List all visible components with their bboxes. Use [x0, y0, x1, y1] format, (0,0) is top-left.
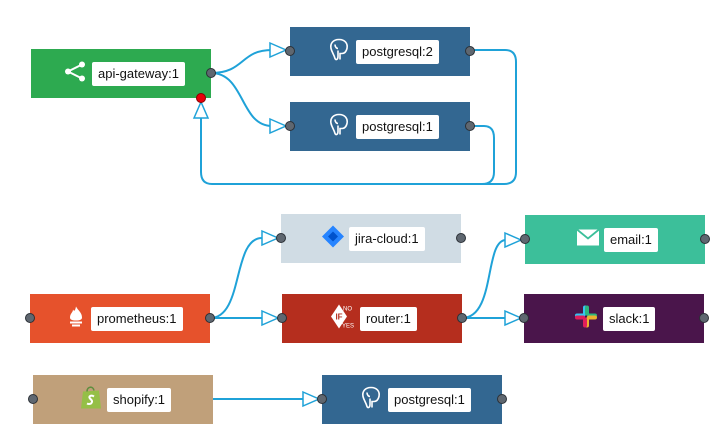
- node-jira-cloud[interactable]: jira-cloud:1: [276, 214, 466, 263]
- share-icon: [63, 59, 87, 88]
- arrowhead: [302, 390, 321, 408]
- node-label: postgresql:2: [356, 39, 439, 64]
- node-label: api-gateway:1: [92, 61, 185, 86]
- input-port[interactable]: [520, 234, 530, 244]
- postgresql-elephant-icon: [326, 36, 352, 67]
- node-label: postgresql:1: [356, 114, 439, 139]
- postgresql-elephant-icon: [326, 111, 352, 142]
- node-postgresql-1-shopify[interactable]: postgresql:1: [317, 375, 507, 424]
- arrowhead: [192, 100, 210, 119]
- input-port[interactable]: [28, 394, 38, 404]
- if-router-icon: IF NO YES: [330, 302, 358, 335]
- output-port[interactable]: [465, 121, 475, 131]
- input-port[interactable]: [519, 313, 529, 323]
- output-port[interactable]: [699, 313, 709, 323]
- arrowhead: [261, 309, 280, 327]
- postgresql-elephant-icon: [358, 384, 384, 415]
- output-port[interactable]: [456, 233, 466, 243]
- node-label: slack:1: [603, 306, 656, 331]
- prometheus-flame-icon: [67, 305, 85, 332]
- wire-postgresql-2-loop: [200, 49, 517, 185]
- output-port[interactable]: [700, 234, 710, 244]
- output-port[interactable]: [465, 46, 475, 56]
- node-api-gateway[interactable]: api-gateway:1: [31, 49, 216, 103]
- slack-icon: [574, 304, 598, 333]
- input-port[interactable]: [285, 121, 295, 131]
- node-postgresql-2[interactable]: postgresql:2: [285, 27, 475, 76]
- node-slack[interactable]: slack:1: [519, 294, 709, 343]
- node-postgresql-1[interactable]: postgresql:1: [285, 102, 475, 151]
- arrowhead: [269, 117, 288, 135]
- input-port[interactable]: [25, 313, 35, 323]
- node-shopify[interactable]: shopify:1: [28, 375, 213, 424]
- arrowhead: [504, 231, 523, 249]
- output-port[interactable]: [457, 313, 467, 323]
- node-label: shopify:1: [107, 387, 172, 412]
- input-port[interactable]: [285, 46, 295, 56]
- svg-text:YES: YES: [342, 323, 354, 329]
- input-port[interactable]: [317, 394, 327, 404]
- wire-postgresql-1-loop: [470, 125, 495, 185]
- node-label: router:1: [360, 306, 417, 331]
- shopify-bag-icon: [79, 384, 103, 415]
- arrowhead: [504, 309, 523, 327]
- node-label: email:1: [604, 227, 658, 252]
- wire-prometheus-to-jira: [209, 237, 263, 319]
- node-email[interactable]: email:1: [520, 215, 710, 264]
- output-port[interactable]: [205, 313, 215, 323]
- wire-api-gateway-to-postgresql-1: [210, 72, 273, 127]
- node-prometheus[interactable]: prometheus:1: [25, 294, 215, 343]
- node-label: prometheus:1: [91, 306, 183, 331]
- node-label: postgresql:1: [388, 387, 471, 412]
- arrowhead: [261, 229, 280, 247]
- wire-router-to-email: [461, 239, 507, 319]
- input-port[interactable]: [276, 233, 286, 243]
- jira-icon: [321, 224, 345, 253]
- error-input-port[interactable]: [196, 93, 206, 103]
- envelope-icon: [576, 228, 600, 251]
- input-port[interactable]: [277, 313, 287, 323]
- node-label: jira-cloud:1: [349, 226, 425, 251]
- output-port[interactable]: [497, 394, 507, 404]
- wire-api-gateway-to-postgresql-2: [210, 49, 273, 74]
- svg-text:NO: NO: [343, 306, 352, 312]
- arrowhead: [269, 41, 288, 59]
- output-port[interactable]: [206, 68, 216, 78]
- svg-text:IF: IF: [335, 312, 342, 321]
- node-router[interactable]: IF NO YES router:1: [277, 294, 467, 343]
